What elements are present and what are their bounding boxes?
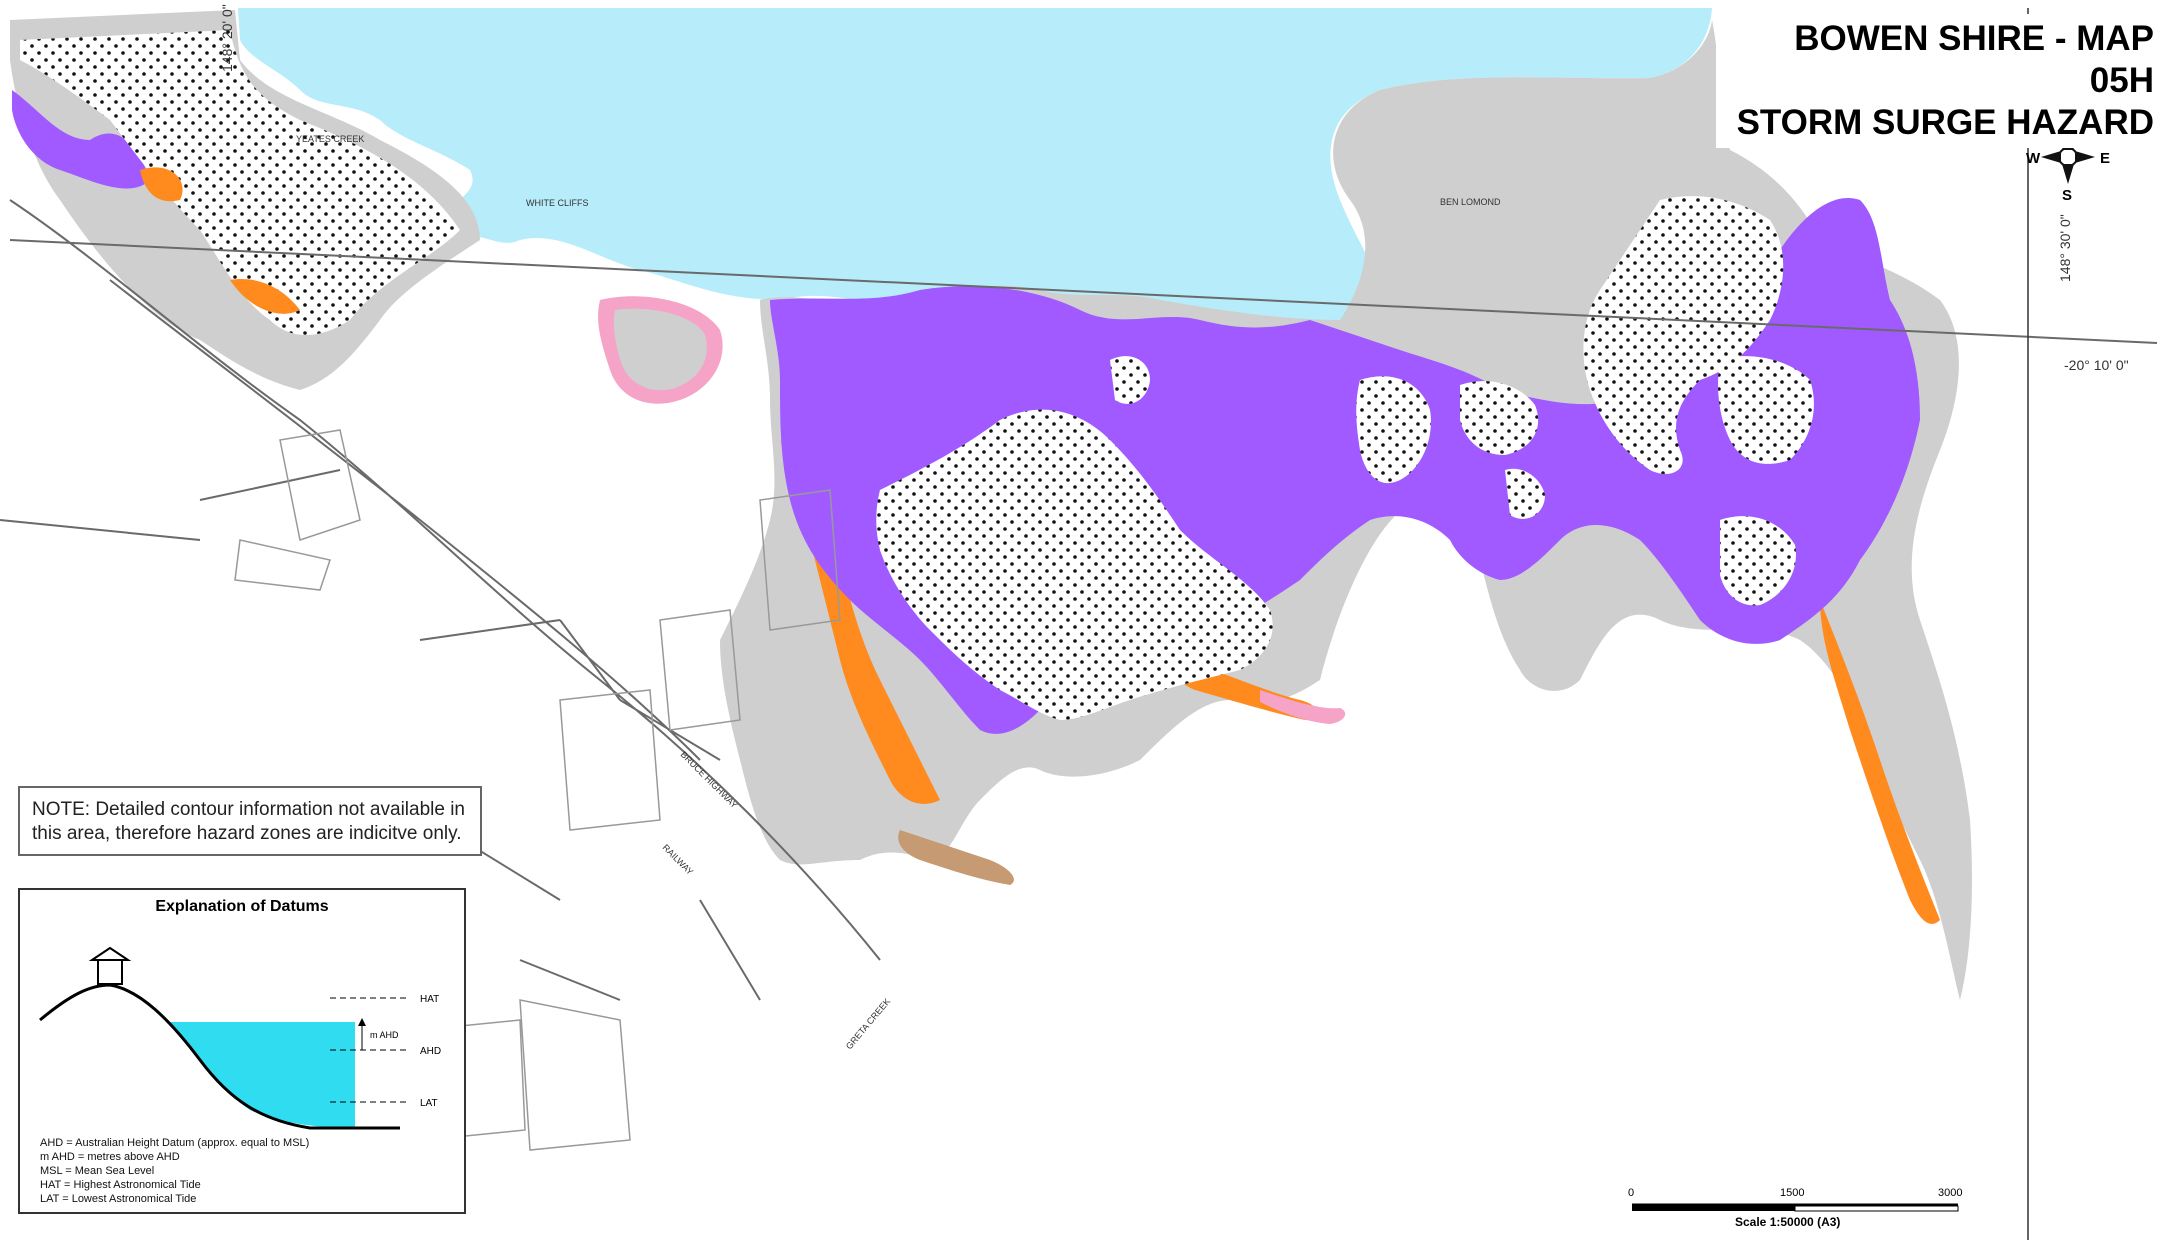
hazard-dotted-core-3	[1460, 381, 1539, 455]
label-railway: RAILWAY	[661, 842, 696, 877]
coord-lon: 148° 30' 0"	[2057, 214, 2073, 282]
hazard-dotted-core-1	[876, 409, 1273, 720]
hazard-tan-band	[898, 830, 1014, 885]
house-icon	[97, 959, 123, 985]
datum-legend-line: MSL = Mean Sea Level	[40, 1165, 155, 1177]
hazard-peninsula-grey	[613, 308, 707, 391]
hazard-dotted-core-2	[1356, 376, 1431, 484]
hazard-dotted-core-7	[1110, 356, 1150, 404]
compass-s: S	[2062, 187, 2072, 204]
datum-legend: AHD = Australian Height Datum (approx. e…	[40, 1136, 309, 1206]
hazard-dotted-core-4	[1583, 196, 1784, 474]
scale-bar: 0 1500 3000 Scale 1:50000 (A3)	[1628, 1187, 1962, 1229]
map-title: BOWEN SHIRE - MAP 05H STORM SURGE HAZARD	[1716, 14, 2157, 148]
label-yeates-creek: YEATES CREEK	[296, 134, 364, 144]
scale-end: 3000	[1938, 1187, 1962, 1199]
hazard-dotted-core-6	[1720, 516, 1796, 606]
coord-lon-top: 148° 20' 0"	[219, 4, 235, 72]
datum-legend-line: m AHD = metres above AHD	[40, 1151, 180, 1163]
datum-hill	[39, 983, 400, 1130]
datum-lat: LAT	[420, 1098, 438, 1109]
compass-e: E	[2100, 150, 2110, 167]
datum-ahd: AHD	[420, 1046, 441, 1057]
datum-diagram: HAT AHD LAT m AHD	[39, 946, 441, 1130]
datum-title: Explanation of Datums	[155, 898, 329, 915]
hazard-purple-west	[12, 90, 150, 189]
label-white-cliffs: WHITE CLIFFS	[526, 198, 589, 208]
scale-label: Scale 1:50000 (A3)	[1735, 1215, 1840, 1229]
hazard-dotted-core-8	[1505, 468, 1545, 519]
datum-legend-line: HAT = Highest Astronomical Tide	[40, 1179, 201, 1191]
compass-w: W	[2026, 150, 2041, 167]
hazard-orange-west	[140, 167, 300, 314]
datum-water	[170, 1022, 355, 1128]
scale-mid: 1500	[1780, 1187, 1804, 1199]
sea-area	[238, 8, 1712, 340]
coord-lat: -20° 10' 0"	[2064, 357, 2129, 373]
hazard-dotted-west	[20, 30, 460, 335]
map-title-line2: STORM SURGE HAZARD	[1736, 103, 2154, 142]
datum-legend-line: AHD = Australian Height Datum (approx. e…	[40, 1137, 310, 1149]
hazard-orange-east	[1820, 600, 1940, 924]
datum-hat: HAT	[420, 994, 439, 1005]
datum-m-ahd: m AHD	[370, 1030, 399, 1040]
label-bruce-highway: BRUCE HIGHWAY	[679, 749, 740, 810]
scale-start: 0	[1628, 1187, 1634, 1199]
label-ben-lomond: BEN LOMOND	[1440, 197, 1501, 207]
label-greta-creek: GRETA CREEK	[844, 996, 892, 1051]
hazard-dotted-core-5	[1718, 356, 1814, 464]
hazard-pink-mid	[1260, 690, 1346, 724]
land-parcels	[234, 429, 841, 1151]
note-box: NOTE: Detailed contour information not a…	[18, 786, 482, 856]
datum-legend-line: LAT = Lowest Astronomical Tide	[40, 1193, 197, 1205]
map-title-line1: BOWEN SHIRE - MAP 05H	[1794, 19, 2154, 100]
datum-explanation: Explanation of Datums HAT AHD LAT m AHD …	[18, 888, 466, 1214]
